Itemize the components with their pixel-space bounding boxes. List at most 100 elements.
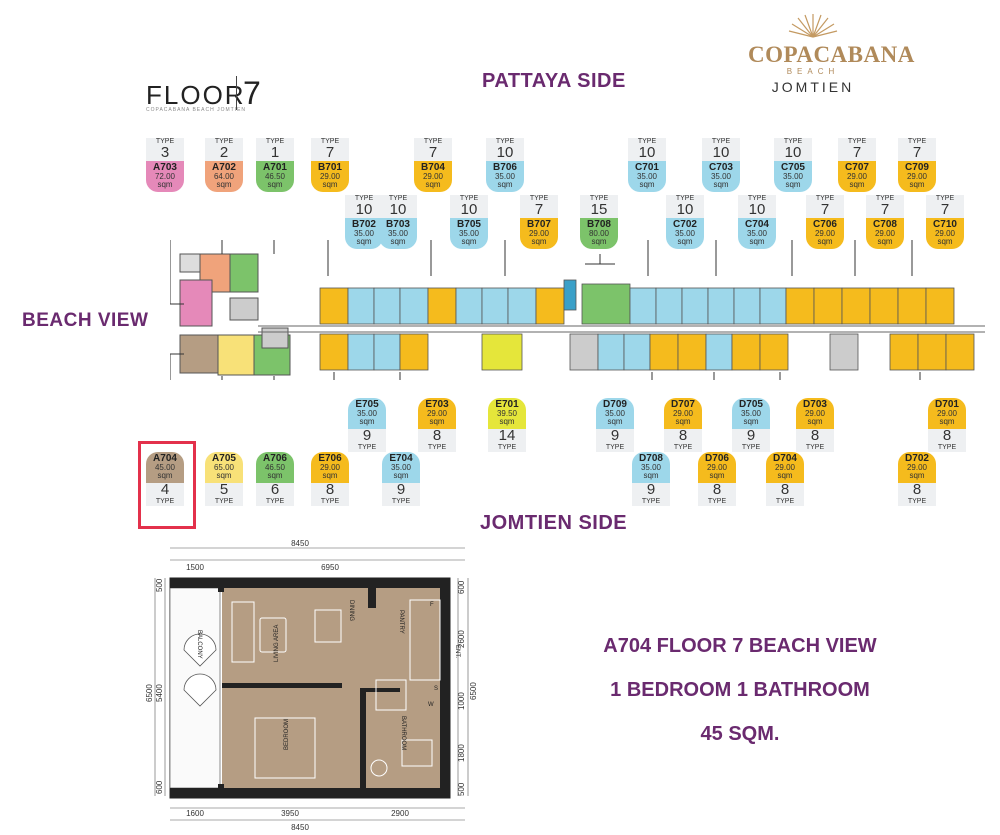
unit-code: E703	[425, 399, 449, 410]
dim-left-total: 6500	[145, 684, 154, 702]
type-number: 9	[348, 428, 386, 444]
room-fridge: F	[430, 602, 434, 608]
unit-area: 65.00	[213, 463, 235, 472]
type-number: 7	[926, 202, 964, 218]
room-living: LIVING AREA	[274, 625, 280, 662]
unit-area-suffix: sqm	[216, 180, 232, 189]
type-number: 7	[866, 202, 904, 218]
type-number: 10	[666, 202, 704, 218]
unit-area: 29.00	[319, 463, 341, 472]
unit-area: 29.00	[934, 229, 956, 238]
unit-area-suffix: sqm	[322, 471, 338, 480]
unit-area: 64.00	[213, 172, 235, 181]
unit-code: B708	[587, 219, 611, 230]
type-label: TYPE	[256, 498, 294, 506]
unit-code: C706	[813, 219, 837, 230]
type-number: 9	[382, 482, 420, 498]
unit-area-suffix: sqm	[909, 180, 925, 189]
type-label: TYPE	[580, 195, 618, 203]
type-label: TYPE	[348, 444, 386, 452]
unit-code: D707	[671, 399, 695, 410]
type-number: 2	[205, 145, 243, 161]
unit-area: 35.00	[640, 463, 662, 472]
type-number: 7	[520, 202, 558, 218]
type-number: 10	[738, 202, 776, 218]
unit-area: 29.00	[422, 172, 444, 181]
unit-area-suffix: sqm	[937, 237, 953, 246]
jomtien-side-label: JOMTIEN SIDE	[480, 512, 628, 534]
unit-area-suffix: sqm	[267, 180, 283, 189]
unit-area: 72.00	[154, 172, 176, 181]
unit-area: 29.00	[672, 409, 694, 418]
dim-left-top: 500	[155, 578, 164, 592]
unit-code: C707	[845, 162, 869, 173]
dim-top-balcony: 1500	[186, 563, 204, 572]
unit-area: 29.00	[814, 229, 836, 238]
unit-area: 45.00	[154, 463, 176, 472]
unit-code: B706	[493, 162, 517, 173]
unit-code: A702	[212, 162, 236, 173]
dim-top-interior: 6950	[321, 563, 339, 572]
dim-bottom-balcony: 1600	[186, 809, 204, 818]
unit-area: 80.00	[588, 229, 610, 238]
unit-code: C710	[933, 219, 957, 230]
unit-code: E704	[389, 453, 413, 464]
unit-area: 35.00	[356, 409, 378, 418]
unit-area-suffix: sqm	[359, 417, 375, 426]
type-number: 10	[774, 145, 812, 161]
type-number: 7	[898, 145, 936, 161]
type-label: TYPE	[766, 498, 804, 506]
unit-area-suffix: sqm	[425, 180, 441, 189]
dim-right-b: 1000	[457, 692, 466, 710]
type-label: TYPE	[898, 138, 936, 146]
unit-code: C701	[635, 162, 659, 173]
